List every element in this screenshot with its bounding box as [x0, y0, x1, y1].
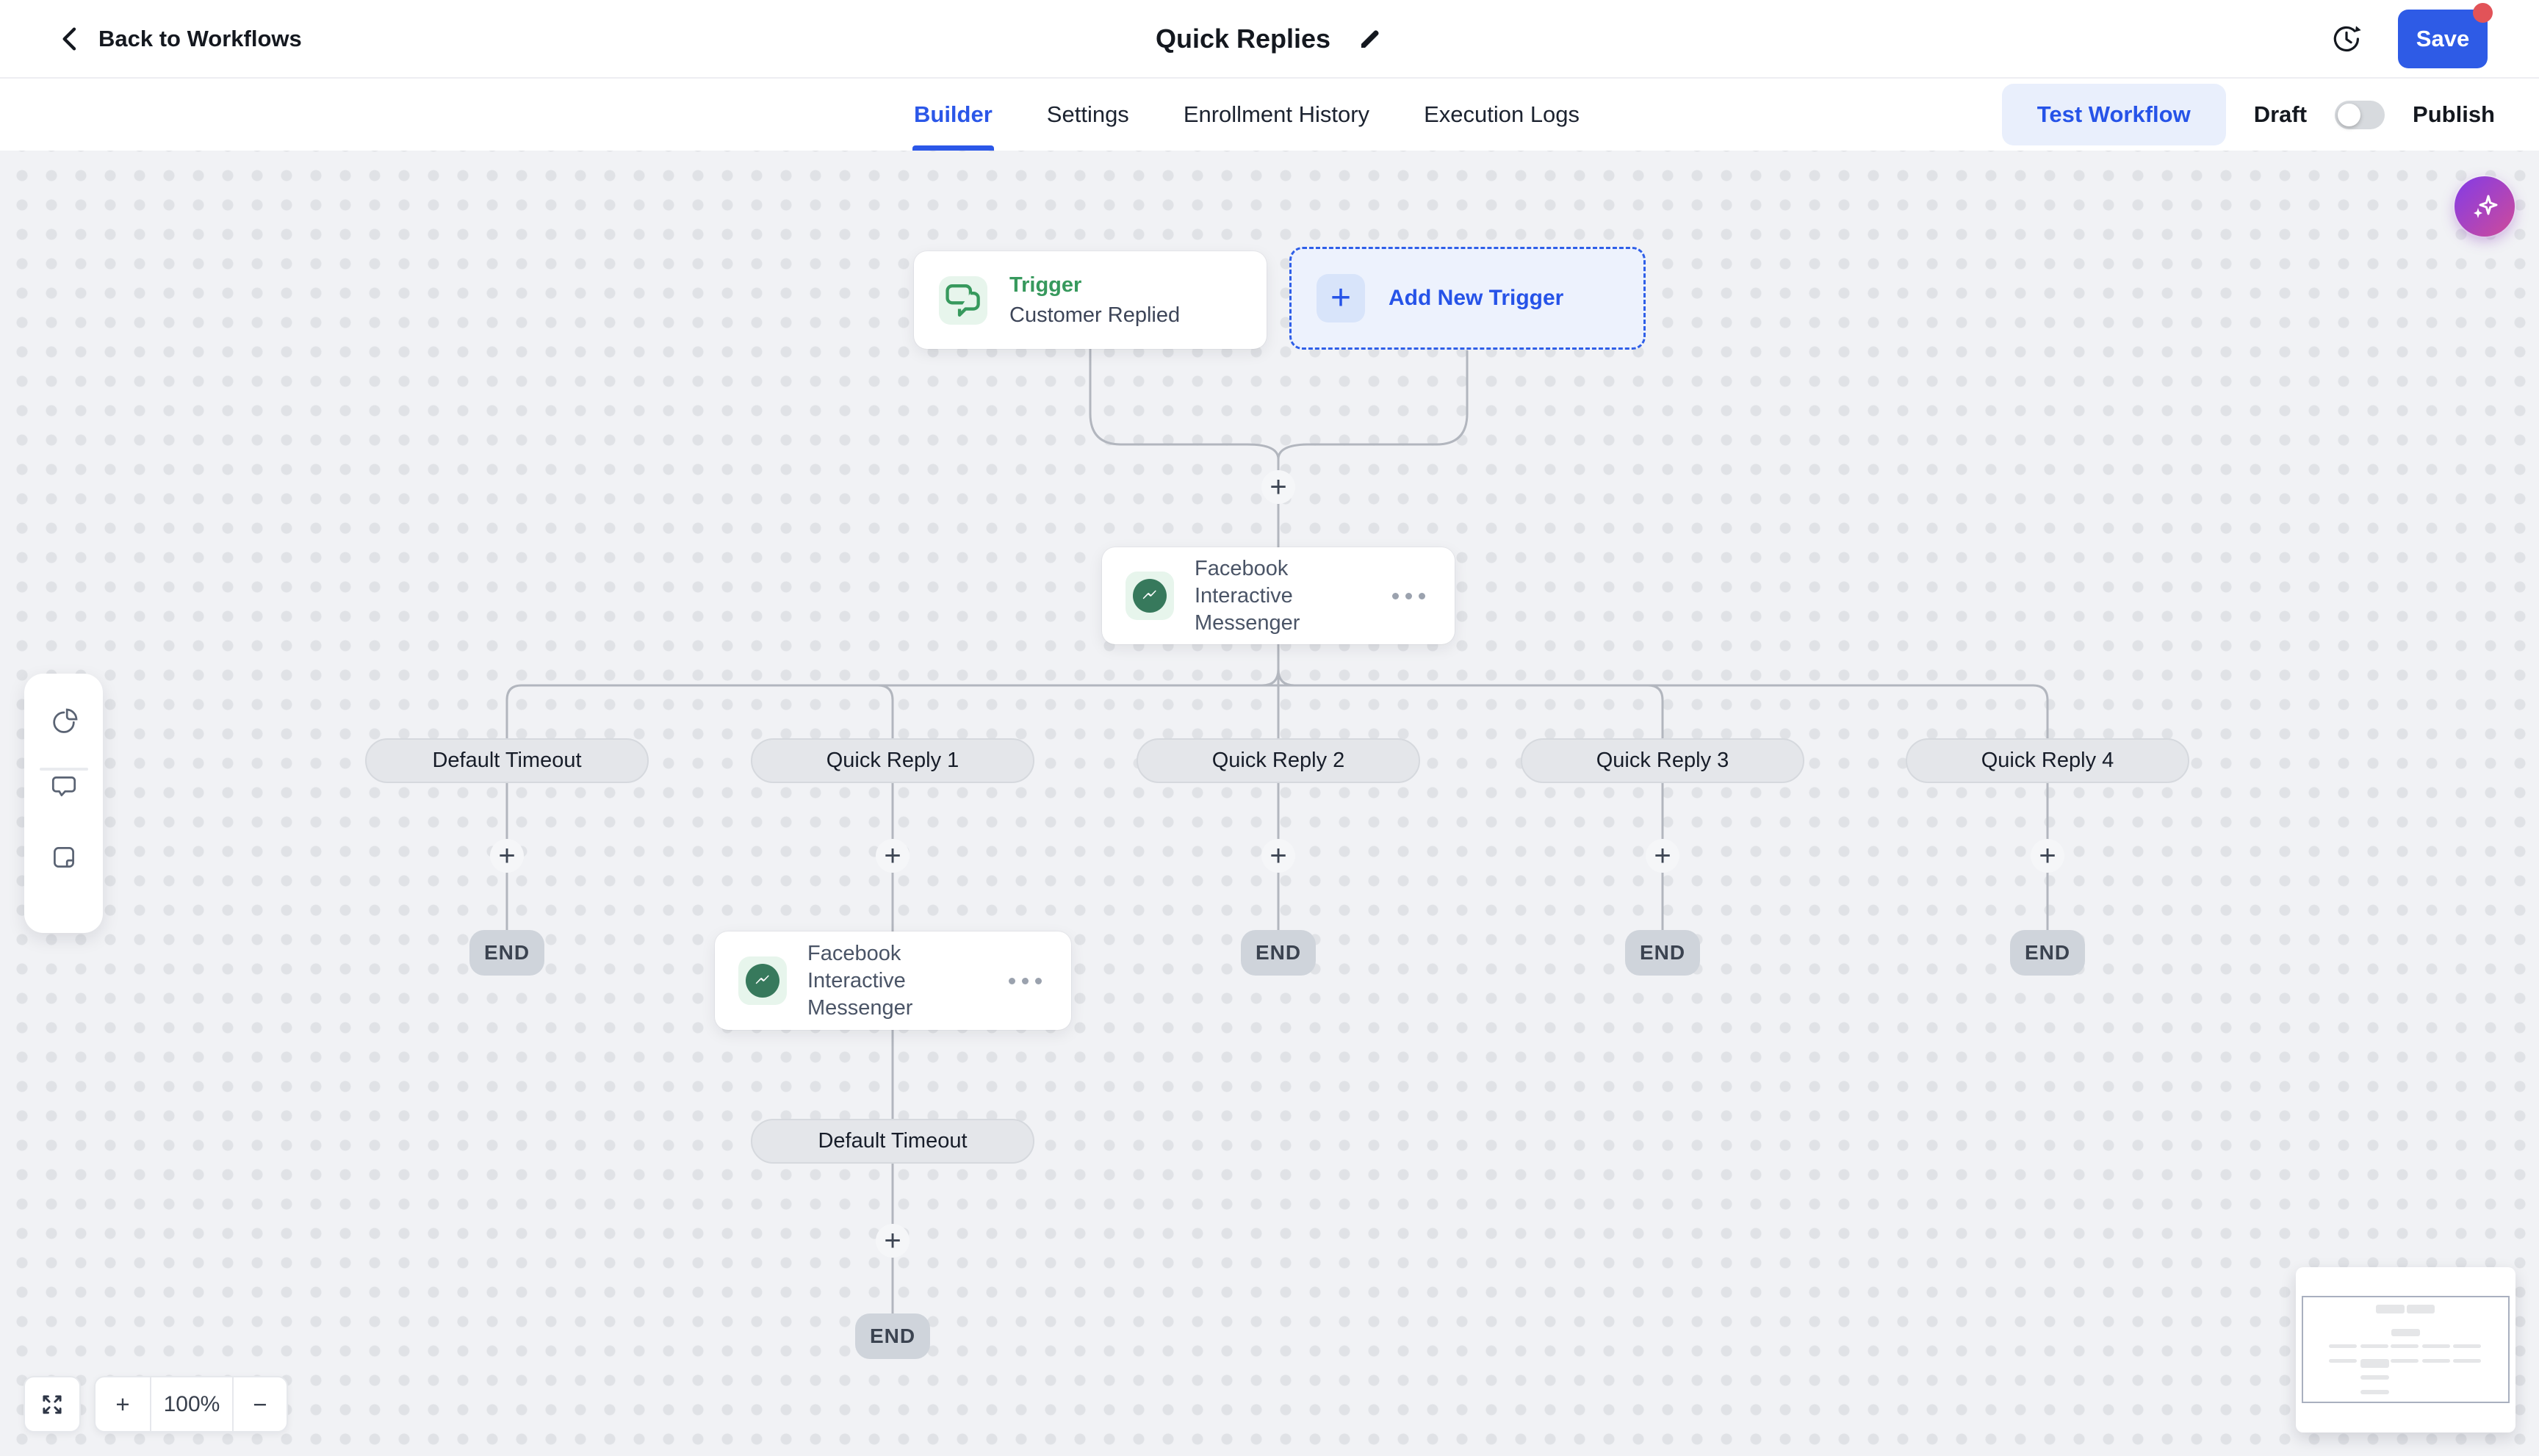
messenger-iconbox: [738, 956, 787, 1005]
branch-label-quick-reply-2: Quick Reply 2: [1137, 738, 1420, 783]
node-title: Facebook Interactive Messenger: [807, 941, 913, 1020]
back-label: Back to Workflows: [98, 25, 302, 51]
tabs: Builder Settings Enrollment History Exec…: [912, 79, 1580, 151]
add-step-button-default-timeout[interactable]: +: [490, 839, 524, 873]
tabbar-right: Test Workflow Draft Publish: [2001, 79, 2495, 151]
page-title: Quick Replies: [1155, 23, 1331, 54]
unsaved-changes-badge: [2473, 2, 2493, 23]
zoom-controls: + 100% −: [94, 1376, 288, 1432]
add-step-button-nested[interactable]: +: [876, 1224, 910, 1258]
tab-execution-logs[interactable]: Execution Logs: [1424, 101, 1580, 127]
save-button[interactable]: Save: [2398, 2, 2493, 68]
branch-label-quick-reply-4: Quick Reply 4: [1906, 738, 2189, 783]
minimap-viewport[interactable]: [2302, 1296, 2510, 1403]
messenger-iconbox: [1126, 572, 1174, 620]
end-node-nested: END: [855, 1313, 930, 1359]
title-wrap: Quick Replies: [1156, 0, 1383, 77]
zoom-out-button[interactable]: −: [253, 1390, 267, 1418]
header-right: Save: [2330, 0, 2493, 77]
publish-toggle[interactable]: [2335, 100, 2385, 129]
analytics-button[interactable]: [48, 706, 80, 738]
minimap-node: [2422, 1344, 2450, 1348]
add-trigger-iconbox: +: [1317, 274, 1365, 322]
minimap-node: [2422, 1359, 2450, 1363]
trigger-category-label: Trigger: [1009, 273, 1082, 297]
pie-chart-icon: [52, 708, 77, 733]
add-step-button-quick-reply-4[interactable]: +: [2031, 839, 2064, 873]
header: Back to Workflows Quick Replies Save: [0, 0, 2539, 79]
tab-builder[interactable]: Builder: [912, 79, 994, 151]
toggle-knob: [2338, 103, 2361, 126]
chevron-left-icon: [62, 27, 76, 51]
plus-icon: +: [1330, 278, 1352, 317]
zoom-level: 100%: [150, 1377, 234, 1431]
branch-label-nested-default-timeout: Default Timeout: [751, 1119, 1034, 1164]
edit-title-icon[interactable]: [1357, 26, 1383, 52]
trigger-text: Trigger Customer Replied: [1009, 273, 1180, 328]
branch-label-quick-reply-1: Quick Reply 1: [751, 738, 1034, 783]
add-step-button-quick-reply-1[interactable]: +: [876, 839, 910, 873]
comment-icon: [51, 776, 76, 796]
branch-label-default-timeout: Default Timeout: [365, 738, 649, 783]
minimap-node: [2391, 1329, 2420, 1336]
minimap[interactable]: [2296, 1267, 2515, 1432]
minimap-node: [2407, 1305, 2435, 1313]
minimap-node: [2453, 1344, 2481, 1348]
fit-view-icon: [43, 1394, 62, 1414]
minimap-node: [2360, 1390, 2389, 1394]
action-node-facebook-messenger-root[interactable]: Facebook Interactive Messenger: [1102, 547, 1455, 644]
trigger-event-label: Customer Replied: [1009, 303, 1181, 327]
canvas-side-toolbar: [24, 674, 103, 933]
minimap-node: [2329, 1359, 2357, 1363]
tab-settings[interactable]: Settings: [1046, 101, 1129, 127]
minimap-node: [2360, 1344, 2388, 1348]
chat-bubbles-icon: [946, 284, 980, 317]
end-node-default-timeout: END: [469, 930, 544, 976]
publish-label: Publish: [2413, 101, 2495, 127]
ai-assistant-button[interactable]: [2455, 176, 2515, 237]
test-workflow-button[interactable]: Test Workflow: [2001, 84, 2226, 145]
save-label: Save: [2416, 25, 2470, 51]
add-new-trigger-button[interactable]: + Add New Trigger: [1289, 247, 1646, 350]
minimap-node: [2329, 1344, 2357, 1348]
tab-bar: Builder Settings Enrollment History Exec…: [0, 79, 2539, 151]
node-menu-icon[interactable]: [1386, 587, 1431, 605]
trigger-node[interactable]: Trigger Customer Replied: [914, 251, 1267, 349]
action-node-facebook-messenger-quick-reply-1[interactable]: Facebook Interactive Messenger: [715, 931, 1071, 1030]
toolbar-divider: [39, 768, 88, 771]
add-step-button-main[interactable]: +: [1261, 470, 1295, 504]
add-new-trigger-label: Add New Trigger: [1389, 286, 1564, 310]
minimap-node: [2391, 1359, 2419, 1363]
minimap-node: [2360, 1359, 2389, 1368]
minimap-node: [2376, 1305, 2405, 1313]
messenger-icon: [1133, 579, 1167, 613]
node-menu-icon[interactable]: [1003, 972, 1048, 990]
minimap-node: [2360, 1375, 2389, 1380]
workflow-edges: [505, 347, 2049, 1315]
back-button[interactable]: Back to Workflows: [56, 0, 302, 77]
comments-button[interactable]: [48, 771, 80, 803]
sparkles-icon: [2474, 195, 2498, 218]
zoom-in-button[interactable]: +: [115, 1390, 130, 1418]
workflow-canvas[interactable]: Trigger Customer Replied + Add New Trigg…: [0, 151, 2539, 1456]
end-node-quick-reply-4: END: [2010, 930, 2085, 976]
minimap-node: [2453, 1359, 2481, 1363]
node-title: Facebook Interactive Messenger: [1195, 556, 1300, 635]
messenger-icon: [746, 964, 779, 998]
end-node-quick-reply-3: END: [1625, 930, 1700, 976]
note-icon: [53, 847, 74, 868]
draft-label: Draft: [2253, 101, 2308, 127]
branch-label-quick-reply-3: Quick Reply 3: [1521, 738, 1804, 783]
trigger-iconbox: [939, 275, 987, 325]
add-step-button-quick-reply-3[interactable]: +: [1646, 839, 1679, 873]
notes-button[interactable]: [48, 841, 80, 873]
tab-enrollment-history[interactable]: Enrollment History: [1183, 101, 1370, 127]
fit-view-button[interactable]: [24, 1376, 81, 1432]
end-node-quick-reply-2: END: [1241, 930, 1316, 976]
add-step-button-quick-reply-2[interactable]: +: [1261, 839, 1295, 873]
version-history-icon[interactable]: [2330, 23, 2363, 55]
minimap-node: [2391, 1344, 2419, 1348]
